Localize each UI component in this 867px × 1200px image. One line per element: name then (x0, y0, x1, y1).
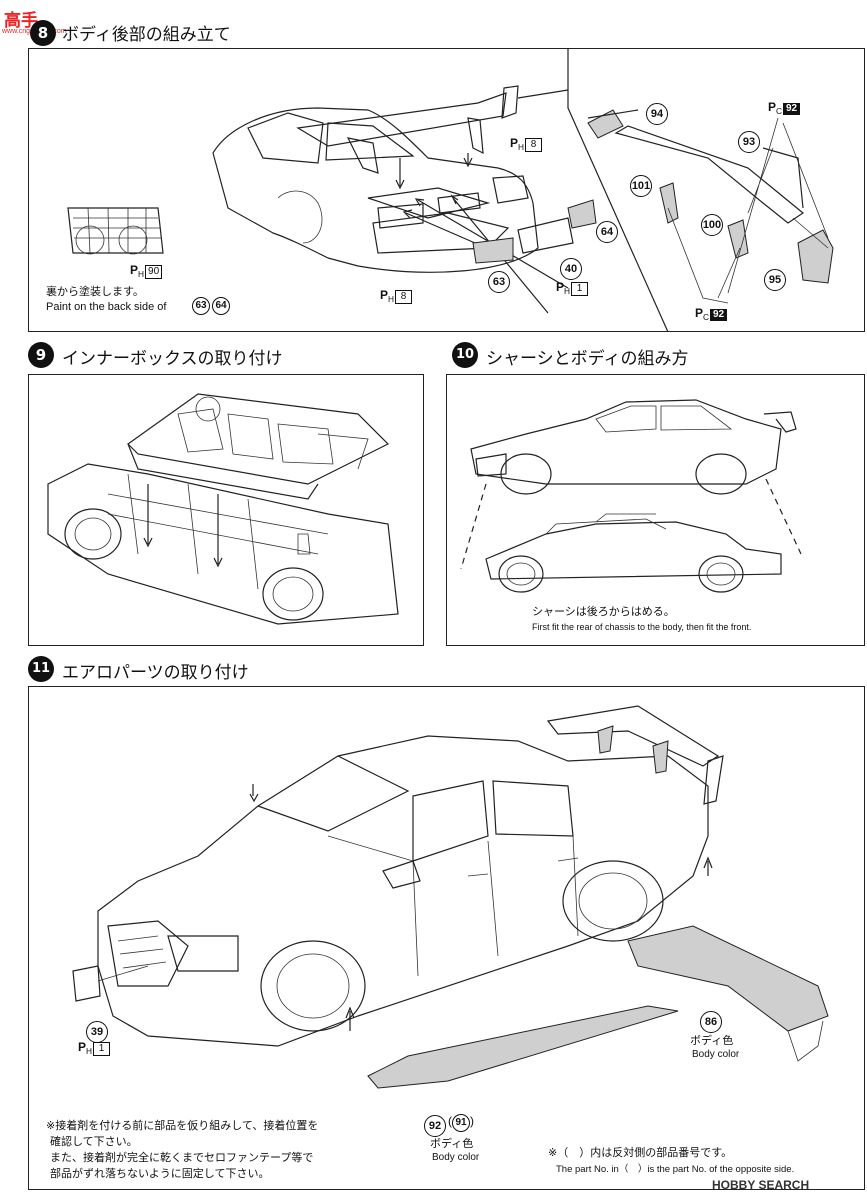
part-94: 94 (646, 103, 668, 125)
part-40: 40 (560, 258, 582, 280)
part-100: 100 (701, 214, 723, 236)
step-8-illustration (67, 48, 834, 332)
part-86: 86 (700, 1011, 722, 1033)
paint-note-part-63: 63 (192, 297, 210, 315)
step-11-illustration (72, 705, 829, 1089)
taillight-detail (67, 207, 164, 255)
part-91-wrapper: (91) (448, 1114, 474, 1132)
part-64: 64 (596, 221, 618, 243)
step-9-panel (28, 374, 424, 646)
part-91: 91 (452, 1114, 470, 1132)
glue-note-2: 確認して下さい。 (50, 1135, 138, 1148)
part-63: 63 (488, 271, 510, 293)
watermark-cn: 高手 (4, 11, 38, 30)
step-8-title: ボディ後部の組み立て (62, 25, 231, 45)
step-10-number: 10 (452, 342, 478, 368)
rear-bumper-shape (627, 925, 829, 1032)
part-93: 93 (738, 131, 760, 153)
part-95: 95 (764, 269, 786, 291)
body-color-jp-92: ボディ色 (430, 1137, 474, 1150)
step-10-illustration (460, 399, 802, 593)
watermark-logo: 高手 (4, 6, 38, 31)
opposite-note-en: The part No. in（ ）is the part No. of the… (556, 1164, 795, 1175)
glue-note-4: 部品がずれ落ちないように固定して下さい。 (50, 1167, 270, 1180)
step-10-panel (446, 374, 865, 646)
step-8-number: 8 (30, 20, 56, 46)
side-skirt-shape (367, 1005, 679, 1089)
part-39-shape (72, 965, 101, 1002)
part-92: 92 (424, 1115, 446, 1137)
paint-note-jp: 裏から塗装します。 (46, 285, 144, 298)
body-color-en-92: Body color (432, 1152, 480, 1163)
part-101: 101 (630, 175, 652, 197)
paint-note-part-64: 64 (212, 297, 230, 315)
step-9-number: 9 (28, 342, 54, 368)
part-63-shape (472, 237, 514, 264)
part-40-shape (517, 217, 574, 254)
body-color-en-86: Body color (692, 1049, 740, 1060)
wing-parts-detail (587, 109, 834, 304)
step-11-title: エアロパーツの取り付け (62, 663, 249, 683)
paint-note-en: Paint on the back side of (46, 301, 167, 313)
glue-note-1: ※接着剤を付ける前に部品を仮り組みして、接着位置を (46, 1119, 319, 1132)
step-9-illustration (47, 393, 399, 625)
glue-note-3: また、接着剤が完全に乾くまでセロファンテープ等で (50, 1151, 314, 1164)
body-color-jp-86: ボディ色 (690, 1034, 734, 1047)
step-10-note-jp: シャーシは後ろからはめる。 (532, 605, 675, 618)
watermark-hobby-search: HOBBY SEARCH (712, 1178, 810, 1192)
opposite-note-jp: ※（ ）内は反対側の部品番号です。 (548, 1146, 733, 1159)
car-rear-body (212, 85, 569, 314)
step-11-number: 11 (28, 656, 54, 682)
step-10-note-en: First fit the rear of chassis to the bod… (532, 622, 752, 632)
main-car-body (97, 705, 724, 1047)
step-11-panel (28, 686, 865, 1190)
step-9-title: インナーボックスの取り付け (62, 349, 283, 369)
part-64-shape (567, 199, 597, 229)
step-10-title: シャーシとボディの組み方 (486, 349, 689, 369)
